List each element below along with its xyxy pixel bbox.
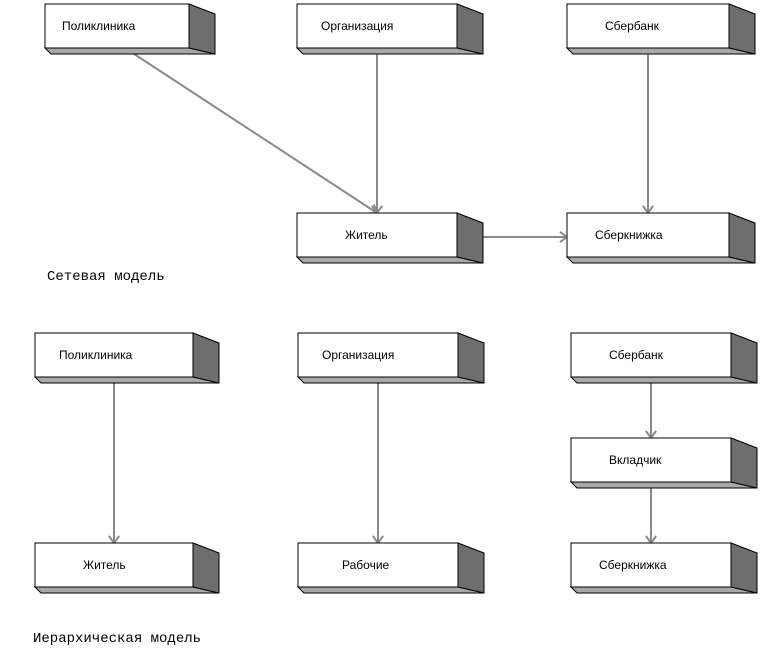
node-side-face	[457, 542, 485, 594]
hierarchy-edge-bank-to-depositor	[645, 379, 657, 439]
node-front-face	[296, 212, 458, 258]
node-side-face	[192, 332, 220, 384]
node-side-face	[457, 332, 485, 384]
node-front-face	[570, 542, 732, 588]
node-bottom-face	[296, 376, 485, 384]
node-label-book: Сберкнижка	[595, 228, 663, 242]
network-node-book: Сберкнижка	[565, 212, 756, 264]
node-front-face	[566, 212, 730, 258]
node-front-face	[570, 437, 732, 483]
node-label-org: Организация	[322, 348, 394, 362]
node-label-resident: Житель	[83, 558, 126, 572]
node-side-face	[730, 332, 758, 384]
node-side-face	[192, 542, 220, 594]
hierarchy-node-poly: Поликлиника	[33, 332, 220, 384]
edge-line	[127, 49, 378, 214]
node-bottom-face	[33, 376, 220, 384]
node-front-face	[297, 542, 459, 588]
node-front-face	[297, 332, 459, 378]
hierarchy-node-bank: Сбербанк	[569, 332, 758, 384]
node-bottom-face	[33, 586, 220, 594]
node-side-face	[728, 3, 756, 55]
hierarchy-edge-org-to-workers	[372, 379, 384, 544]
network-edge-poly-to-resident	[127, 49, 378, 215]
node-bottom-face	[296, 586, 485, 594]
node-label-bank: Сбербанк	[609, 348, 664, 362]
hierarchy-node-depositor: Вкладчик	[569, 437, 758, 489]
node-side-face	[730, 542, 758, 594]
hierarchy-node-resident: Житель	[33, 542, 220, 594]
hierarchy-model-caption: Иерархическая модель	[33, 631, 201, 647]
hierarchy-edge-depositor-to-book	[645, 484, 657, 544]
node-bottom-face	[295, 47, 484, 55]
node-side-face	[456, 212, 484, 264]
node-front-face	[566, 3, 730, 49]
node-label-book: Сберкнижка	[599, 558, 667, 572]
node-bottom-face	[565, 256, 756, 264]
hierarchy-node-org: Организация	[296, 332, 485, 384]
node-bottom-face	[565, 47, 756, 55]
hierarchy-node-workers: Рабочие	[296, 542, 485, 594]
node-bottom-face	[569, 376, 758, 384]
network-node-org: Организация	[295, 3, 484, 55]
network-node-bank: Сбербанк	[565, 3, 756, 55]
node-bottom-face	[569, 481, 758, 489]
node-front-face	[34, 542, 194, 588]
node-bottom-face	[569, 586, 758, 594]
node-bottom-face	[43, 47, 216, 55]
network-edge-resident-to-book	[483, 231, 568, 243]
network-node-resident: Житель	[295, 212, 484, 264]
node-front-face	[44, 3, 190, 49]
node-side-face	[456, 3, 484, 55]
network-edge-bank-to-book	[642, 50, 654, 214]
hierarchy-edge-poly-to-resident	[108, 379, 120, 544]
node-label-workers: Рабочие	[342, 558, 390, 572]
edges-layer	[108, 49, 657, 544]
node-label-poly: Поликлиника	[59, 348, 133, 362]
node-front-face	[34, 332, 194, 378]
node-side-face	[730, 437, 758, 489]
node-front-face	[296, 3, 458, 49]
node-bottom-face	[295, 256, 484, 264]
node-label-resident: Житель	[345, 228, 388, 242]
network-edge-org-to-resident	[371, 50, 383, 214]
network-model-caption: Сетевая модель	[47, 269, 165, 285]
node-label-bank: Сбербанк	[605, 19, 660, 33]
hierarchy-node-book: Сберкнижка	[569, 542, 758, 594]
node-front-face	[570, 332, 732, 378]
node-label-poly: Поликлиника	[62, 19, 136, 33]
node-label-org: Организация	[321, 19, 393, 33]
node-side-face	[188, 3, 216, 55]
node-side-face	[728, 212, 756, 264]
network-node-poly: Поликлиника	[43, 3, 216, 55]
node-label-depositor: Вкладчик	[609, 453, 662, 467]
